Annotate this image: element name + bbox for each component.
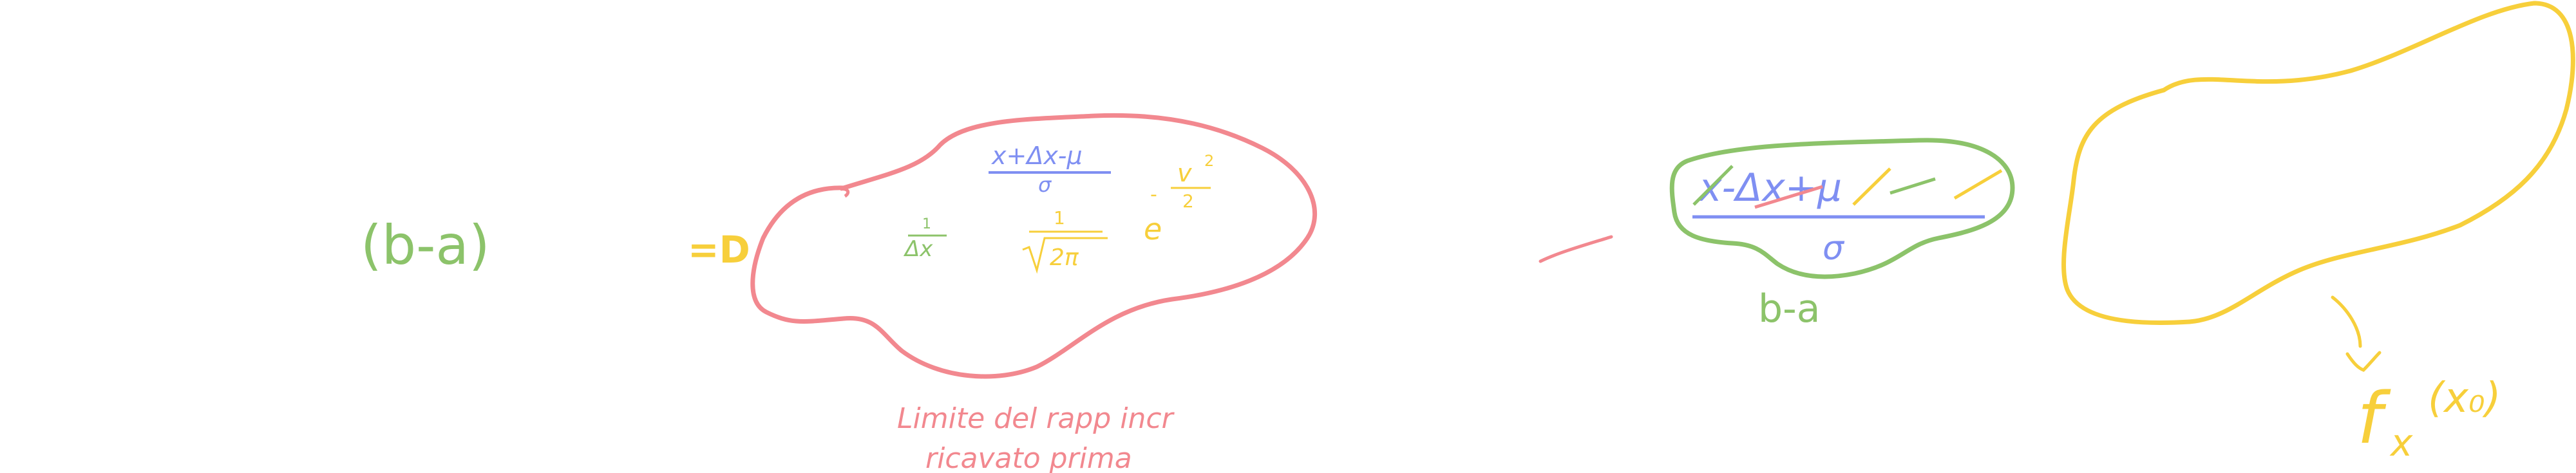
fx-argument: (x₀) [2428, 375, 2501, 422]
minus-stroke [1539, 235, 1613, 263]
fx-subscript: x [2389, 421, 2413, 465]
red-frac-denominator: σ [1038, 172, 1052, 197]
exp-superscript: 2 [1204, 152, 1214, 170]
yellow-arrow [2331, 295, 2382, 372]
exp-minus: - [1150, 183, 1157, 206]
red-cloud-outline [750, 113, 1318, 379]
fx-function-letter: f [2357, 377, 2391, 459]
one-over-dx-numerator: 1 [922, 216, 931, 232]
note-line-1: Limite del rapp incr [897, 402, 1175, 435]
green-frac-denominator: σ [1823, 229, 1845, 268]
cancel-tail-green [1889, 177, 1936, 195]
sqrt-symbol [1022, 237, 1108, 274]
sqrt-argument: 2π [1050, 245, 1079, 271]
exp-denominator: 2 [1182, 190, 1194, 212]
cancel-x [1692, 165, 1734, 206]
one-over-sqrt-numerator: 1 [1054, 207, 1065, 228]
green-cloud-outline [1669, 138, 2015, 279]
cancel-tail-yellow [1953, 169, 2003, 200]
green-cloud-caption: b-a [1758, 286, 1821, 331]
cancel-dx [1754, 185, 1823, 209]
b-minus-a-label: (b-a) [361, 214, 490, 277]
note-line-2: ricavato prima [925, 442, 1132, 473]
exp-numerator: v [1177, 159, 1192, 187]
red-frac-numerator: x+Δx-μ [991, 142, 1083, 170]
cancel-mu [1852, 167, 1891, 206]
exp-base: e [1144, 212, 1162, 246]
yellow-blob-outline [2061, 1, 2575, 326]
one-over-dx-denominator: Δx [903, 236, 933, 262]
red-cloud-flick [840, 187, 850, 198]
implies-arrow: =D [688, 228, 750, 272]
